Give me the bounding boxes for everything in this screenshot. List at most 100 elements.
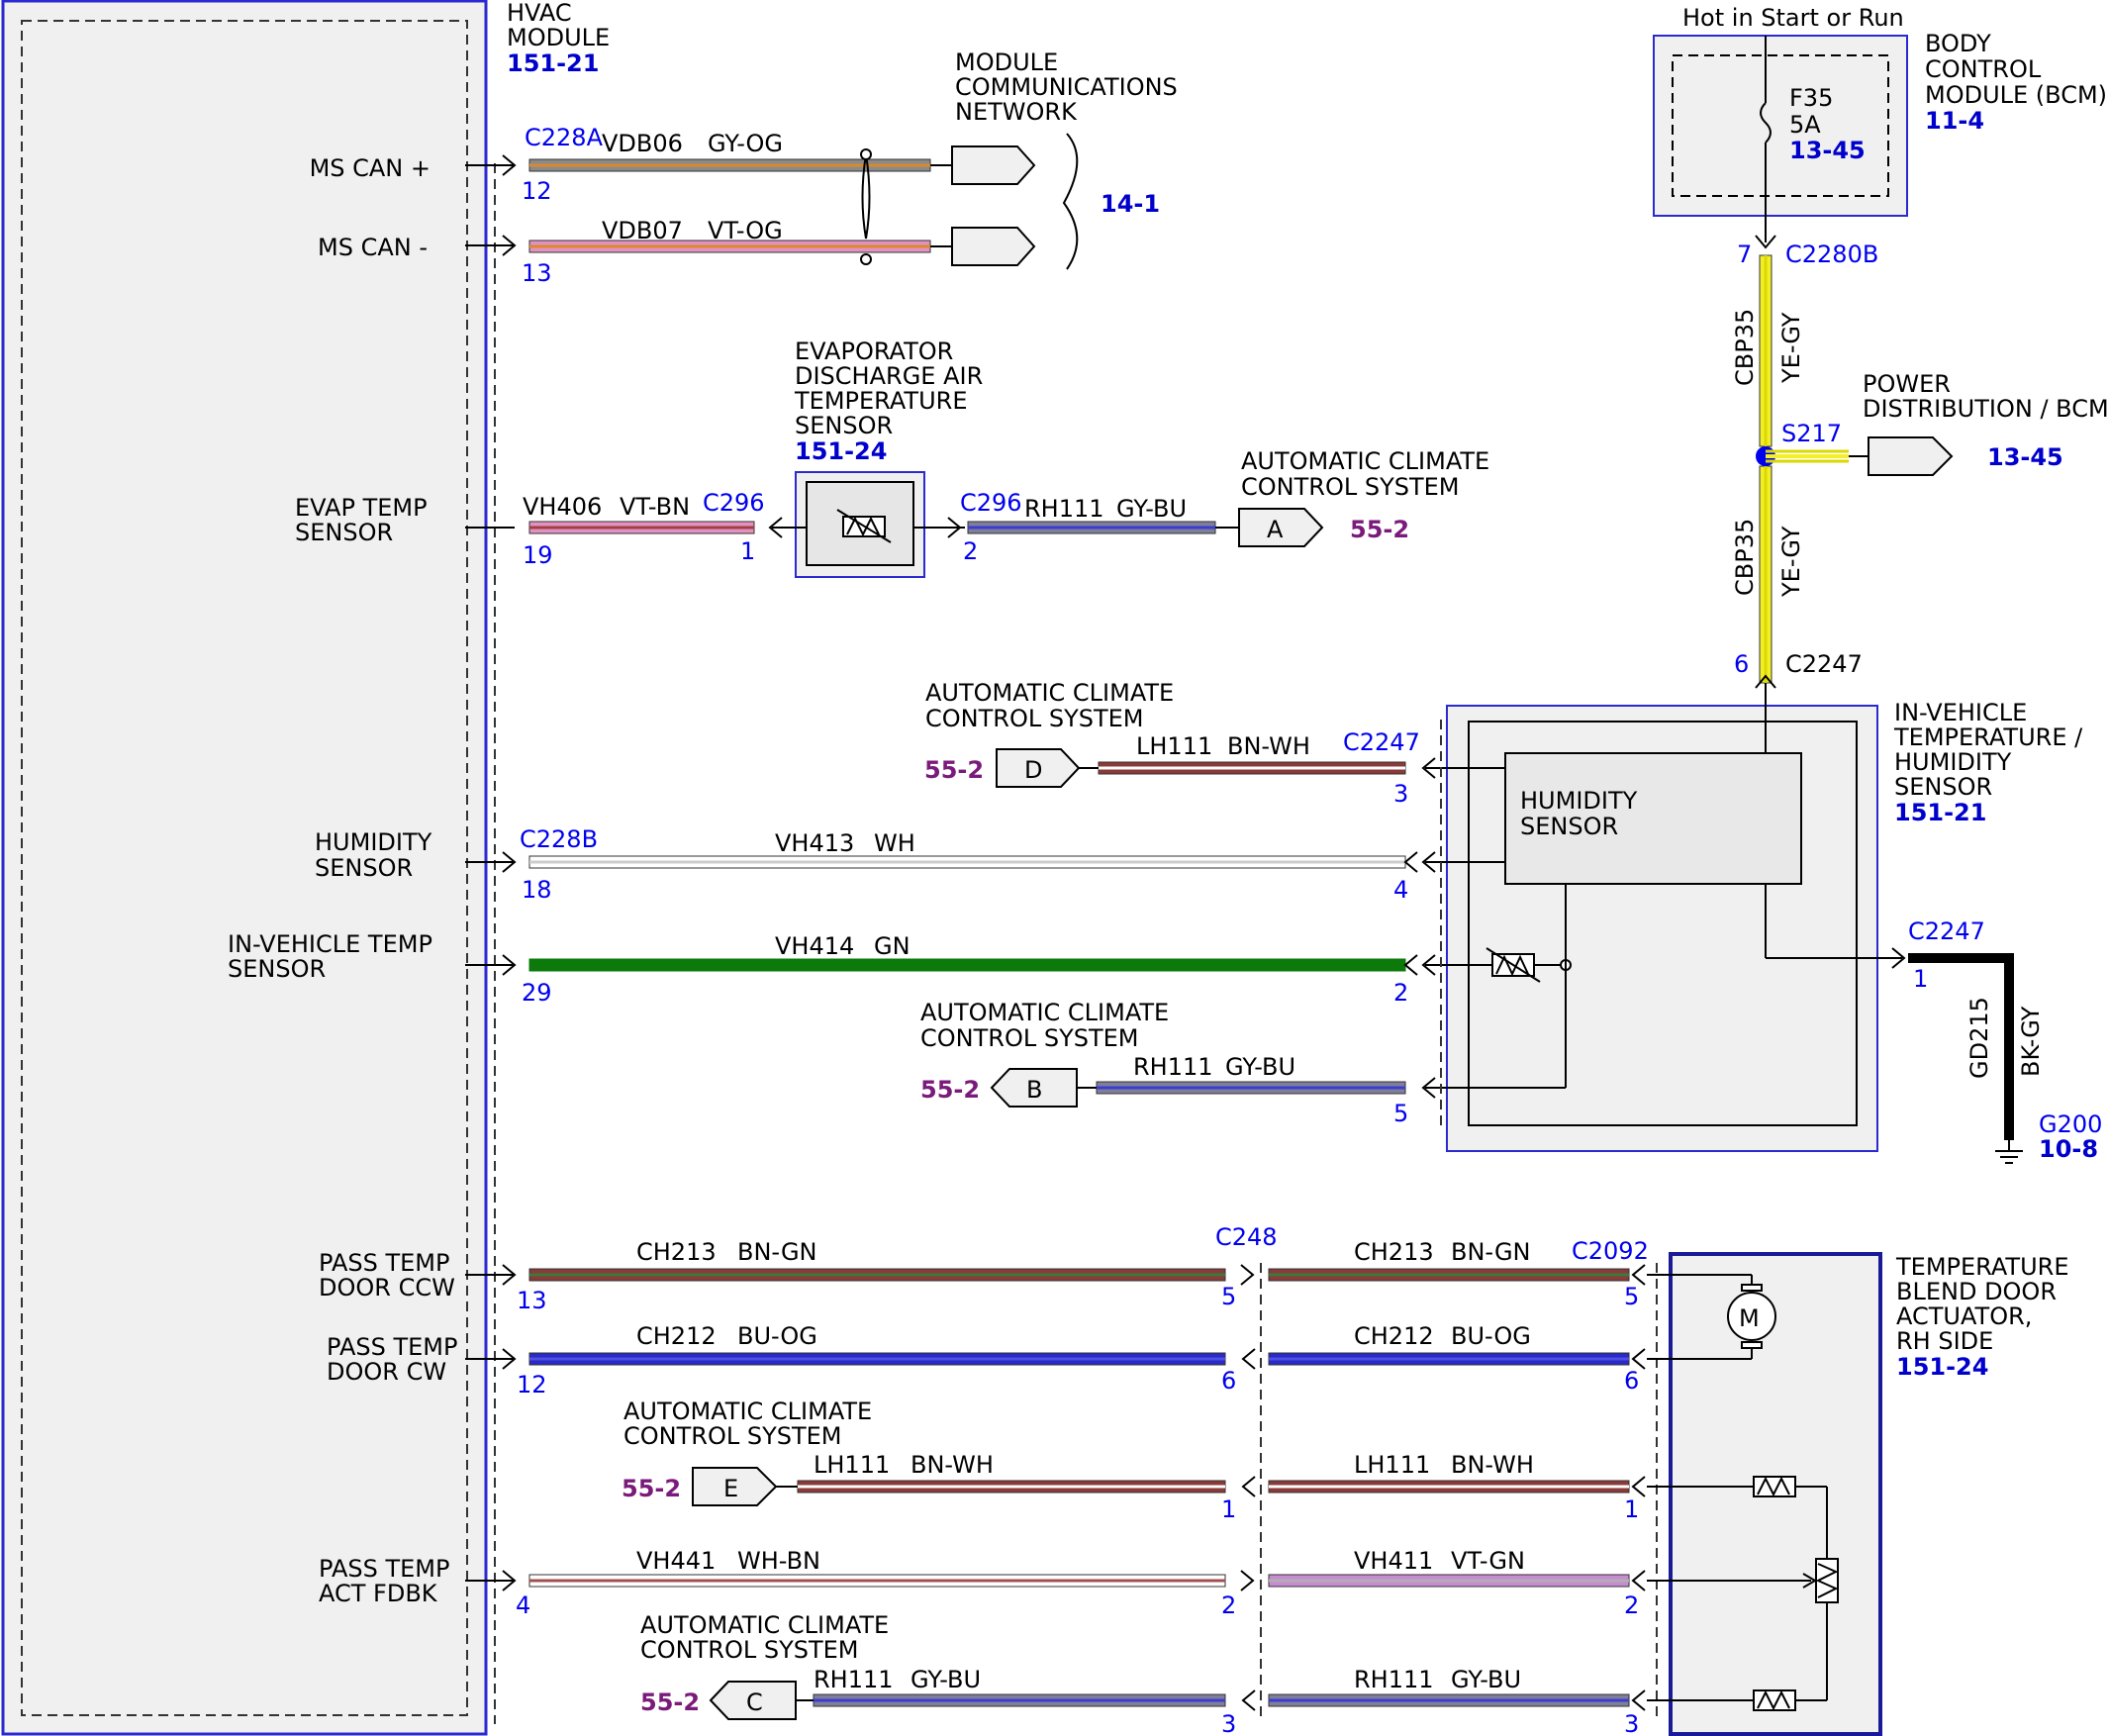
- ground-pin: 1: [1913, 965, 1928, 993]
- pin-label: 6: [1221, 1367, 1236, 1395]
- acc-connector-e[interactable]: E: [692, 1467, 798, 1506]
- fuse-ref[interactable]: 13-45: [1789, 137, 1866, 164]
- blend-door-actuator[interactable]: [1647, 1252, 1882, 1736]
- acc-connector-d[interactable]: D: [996, 748, 1099, 788]
- wire-rh111[interactable]: [813, 1693, 1226, 1707]
- ground-color: BK-GY: [2017, 1006, 2045, 1077]
- splice-label-2: DISTRIBUTION / BCM: [1863, 395, 2108, 423]
- hvac-module[interactable]: [1, 0, 496, 1736]
- wire-color-label: GY-OG: [708, 130, 783, 157]
- acc-ref-d[interactable]: 55-2: [924, 756, 984, 784]
- pin-label: 12: [522, 177, 552, 205]
- bcm-label-2: CONTROL: [1925, 55, 2042, 83]
- wire-color-label: BN-GN: [1451, 1238, 1531, 1266]
- connector-label: C248: [1215, 1223, 1278, 1251]
- wire-lh111[interactable]: [797, 1480, 1226, 1494]
- bcm-pin: 7: [1737, 241, 1752, 268]
- arrow-icon: [768, 517, 783, 538]
- ground-g200[interactable]: [1908, 953, 2023, 1164]
- network-label-2: COMMUNICATIONS: [955, 73, 1178, 101]
- circuit-label: RH111: [1133, 1053, 1213, 1081]
- network-label-1: MODULE: [955, 48, 1058, 76]
- wire-color-label: BN-WH: [1451, 1451, 1534, 1479]
- in-vehicle-ref[interactable]: 151-21: [1894, 799, 1986, 826]
- wire-vh441[interactable]: [528, 1574, 1226, 1588]
- acc-label-d-2: CONTROL SYSTEM: [925, 705, 1144, 732]
- network-ref[interactable]: 14-1: [1101, 190, 1160, 218]
- signal-label-in-vehicle-temp-2: SENSOR: [228, 955, 326, 983]
- cbp35-stripe: [1764, 466, 1768, 683]
- splice-s217[interactable]: [1756, 436, 1954, 476]
- acc-ref-a[interactable]: 55-2: [1350, 516, 1409, 543]
- acc-ref-b[interactable]: 55-2: [920, 1076, 980, 1104]
- evap-sensor-label-1: EVAPORATOR: [795, 338, 953, 365]
- signal-label-pass-temp-ccw-1: PASS TEMP: [319, 1249, 449, 1277]
- splice-ref[interactable]: 13-45: [1987, 443, 2063, 471]
- signal-label-pass-temp-fdbk-2: ACT FDBK: [319, 1580, 438, 1607]
- c2247-top-connector: C2247: [1785, 650, 1863, 678]
- in-vehicle-label-1: IN-VEHICLE: [1894, 699, 2027, 726]
- wire-vh406[interactable]: [528, 521, 755, 534]
- wire-rh111[interactable]: [1268, 1693, 1630, 1707]
- hvac-module-ref[interactable]: 151-21: [507, 49, 599, 77]
- ground-ref[interactable]: 10-8: [2039, 1135, 2098, 1163]
- pin-label: 5: [1393, 1100, 1408, 1127]
- hvac-module-frame: [1, 0, 488, 1736]
- connector-label: C296: [960, 489, 1022, 517]
- signal-label-pass-temp-fdbk-1: PASS TEMP: [319, 1555, 449, 1583]
- wire-lh111[interactable]: [1268, 1480, 1630, 1494]
- acc-label-e-1: AUTOMATIC CLIMATE: [623, 1398, 872, 1425]
- wire-vdb06[interactable]: [528, 158, 931, 172]
- actuator-ref[interactable]: 151-24: [1896, 1353, 1988, 1381]
- in-vehicle-sensor[interactable]: [1425, 683, 1902, 1152]
- wire-ch212[interactable]: [1268, 1352, 1630, 1366]
- wire-lh111[interactable]: [1098, 761, 1406, 775]
- acc-label-b-2: CONTROL SYSTEM: [920, 1024, 1139, 1052]
- acc-ref-c[interactable]: 55-2: [640, 1688, 700, 1716]
- acc-label-e-2: CONTROL SYSTEM: [623, 1422, 842, 1450]
- bcm-hot-label: Hot in Start or Run: [1682, 4, 1904, 32]
- wire-ch212[interactable]: [528, 1352, 1226, 1366]
- pin-label: 2: [963, 537, 978, 565]
- evap-sensor-label-3: TEMPERATURE: [794, 387, 968, 415]
- evap-sensor-label-4: SENSOR: [795, 412, 893, 439]
- acc-connector-c[interactable]: C: [709, 1681, 814, 1720]
- evap-sensor-ref[interactable]: 151-24: [795, 437, 887, 465]
- wire-rh111[interactable]: [967, 521, 1216, 534]
- arrow-icon: [947, 517, 962, 538]
- acc-ref-e[interactable]: 55-2: [622, 1475, 681, 1502]
- signal-label-ms-can-minus: MS CAN -: [318, 234, 428, 261]
- pin-label: 4: [516, 1591, 530, 1619]
- wire-vh411[interactable]: [1268, 1574, 1630, 1588]
- connector-label: C228A: [525, 124, 604, 151]
- circuit-label: VH441: [636, 1547, 716, 1575]
- bcm-ref[interactable]: 11-4: [1925, 107, 1984, 135]
- pin-label: 29: [522, 979, 552, 1007]
- wire-ch213[interactable]: [1268, 1268, 1630, 1282]
- network-connectors[interactable]: [860, 133, 1079, 270]
- in-vehicle-label-4: SENSOR: [1894, 773, 1992, 801]
- wire-color-label: BN-WH: [910, 1451, 994, 1479]
- wire-ch213[interactable]: [528, 1268, 1226, 1282]
- acc-connector-a[interactable]: A: [1215, 508, 1324, 547]
- evap-sensor[interactable]: [772, 471, 965, 578]
- motor-label: M: [1739, 1304, 1760, 1332]
- acc-connector-b[interactable]: B: [990, 1068, 1097, 1108]
- cbp35-color-lower: YE-GY: [1777, 526, 1805, 598]
- ground-circuit: GD215: [1965, 997, 1993, 1079]
- circuit-label: RH111: [1024, 495, 1104, 523]
- acc-label-a-1: AUTOMATIC CLIMATE: [1241, 447, 1489, 475]
- pin-label: 3: [1221, 1710, 1236, 1736]
- signal-label-ms-can-plus: MS CAN +: [310, 154, 431, 182]
- wire-color-label: VT-BN: [620, 493, 690, 521]
- hvac-module-title-2: MODULE: [507, 24, 610, 51]
- pin-label: 2: [1221, 1591, 1236, 1619]
- bcm-module[interactable]: [1653, 35, 1908, 249]
- wire-rh111[interactable]: [1096, 1081, 1406, 1095]
- actuator-label-3: ACTUATOR,: [1896, 1302, 2032, 1330]
- pin-label: 4: [1393, 876, 1408, 904]
- acc-letter: C: [746, 1688, 763, 1716]
- wire-vh413[interactable]: [528, 855, 1406, 869]
- wire-vh414[interactable]: [528, 958, 1406, 972]
